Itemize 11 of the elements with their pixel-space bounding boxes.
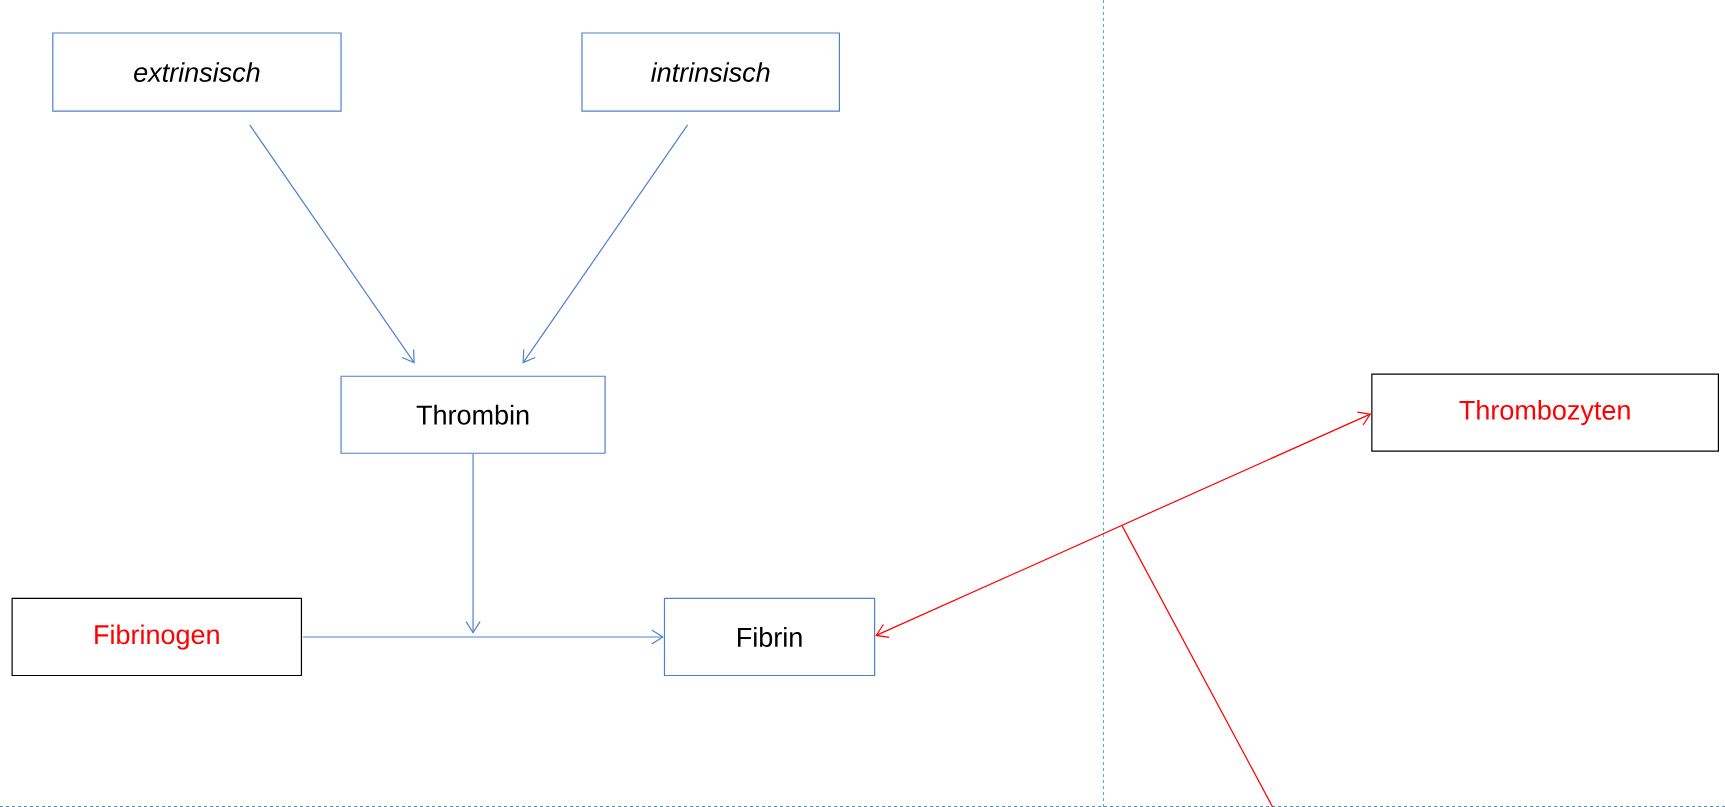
arrow: [522, 124, 689, 364]
arrow: [875, 411, 1372, 638]
process-box: extrinsisch: [52, 32, 342, 112]
process-box: Thrombozyten: [1371, 373, 1719, 452]
process-box: Fibrin: [663, 597, 876, 676]
process-box: Fibrinogen: [11, 597, 303, 676]
arrow: [465, 453, 481, 634]
process-box: intrinsisch: [581, 32, 840, 112]
process-box: Thrombin: [340, 375, 606, 454]
arrow: [302, 629, 664, 645]
arrow: [249, 124, 415, 364]
